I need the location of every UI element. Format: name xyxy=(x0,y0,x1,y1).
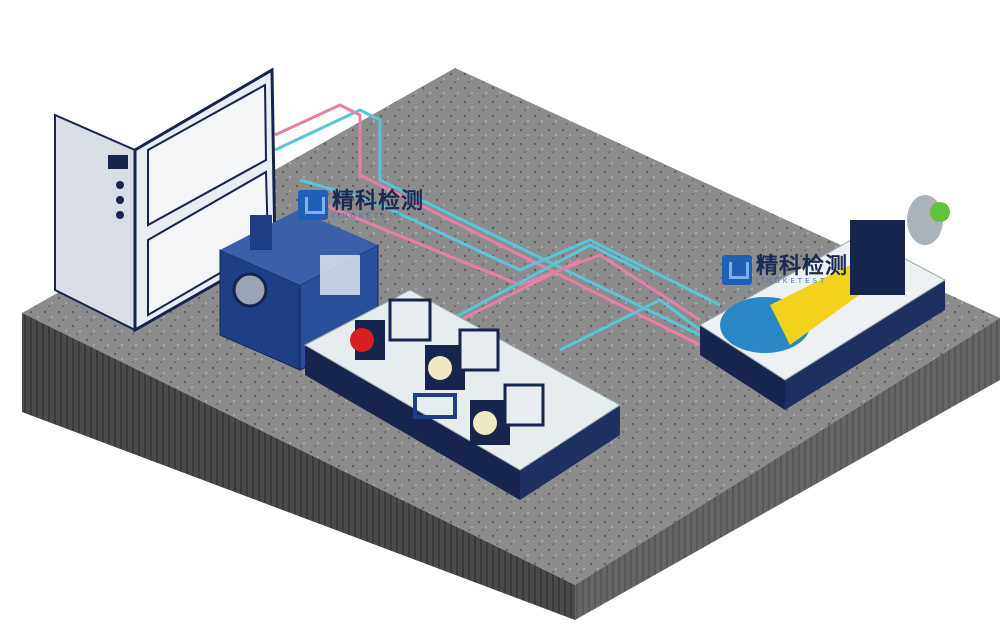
control-cabinet xyxy=(54,67,277,333)
watermark-en: JINGKETEST xyxy=(756,276,828,285)
watermark-cn: 精科检测 xyxy=(332,188,425,214)
pump-unit-3 xyxy=(470,383,545,445)
watermark-en: JINGKETEST xyxy=(332,211,404,220)
motor-bench xyxy=(699,195,950,410)
jingke-logo-icon xyxy=(722,255,752,285)
pipes xyxy=(274,103,721,352)
watermark-1: 精科检测 JINGKETEST xyxy=(298,190,424,220)
watermark-cn: 精科检测 xyxy=(756,253,849,279)
watermark-2: 精科检测 JINGKETEST xyxy=(722,255,848,285)
pump-unit-1 xyxy=(350,298,432,360)
pump-unit-2 xyxy=(425,328,500,390)
test-bench xyxy=(303,289,621,500)
jingke-logo-icon xyxy=(298,190,328,220)
